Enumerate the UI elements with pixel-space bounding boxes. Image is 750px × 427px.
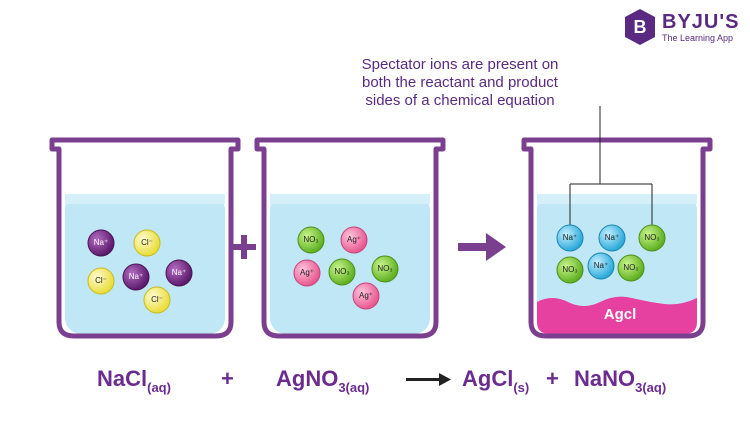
beaker-outline bbox=[49, 137, 241, 339]
beaker-outline bbox=[521, 137, 713, 339]
chemical-equation: NaCl(aq) + AgNO3(aq) AgCl(s) + NaNO3(aq) bbox=[0, 360, 750, 410]
svg-text:Na⁺: Na⁺ bbox=[563, 233, 577, 242]
svg-text:NO₃: NO₃ bbox=[303, 235, 318, 244]
water-surface bbox=[270, 194, 430, 204]
ion-cl: Cl⁻ bbox=[143, 286, 171, 314]
ion-ag: Ag⁺ bbox=[340, 226, 368, 254]
agcl-precipitate bbox=[537, 296, 697, 334]
svg-text:Ag⁺: Ag⁺ bbox=[300, 268, 314, 277]
ion-ag: Ag⁺ bbox=[293, 259, 321, 287]
svg-text:Na⁺: Na⁺ bbox=[94, 238, 108, 247]
brand-tagline: The Learning App bbox=[662, 32, 734, 43]
ion-na: Na⁺ bbox=[122, 263, 150, 291]
precipitate-label: Agcl bbox=[603, 306, 637, 323]
svg-text:NO₃: NO₃ bbox=[623, 263, 638, 272]
ion-no3: NO₃ bbox=[371, 255, 399, 283]
ion-na-spectator: Na⁺ bbox=[556, 224, 584, 252]
svg-text:Ag⁺: Ag⁺ bbox=[359, 291, 373, 300]
callout-line-2: both the reactant and product bbox=[362, 74, 558, 91]
svg-text:Cl⁻: Cl⁻ bbox=[151, 295, 163, 304]
svg-text:Na⁺: Na⁺ bbox=[605, 233, 619, 242]
svg-text:NO₃: NO₃ bbox=[562, 265, 577, 274]
water bbox=[65, 194, 225, 334]
ion-no3-spectator: NO₃ bbox=[617, 254, 645, 282]
ion-no3-spectator: NO₃ bbox=[556, 256, 584, 284]
water-surface bbox=[537, 194, 697, 204]
ion-no3: NO₃ bbox=[328, 258, 356, 286]
svg-text:Cl⁻: Cl⁻ bbox=[141, 238, 153, 247]
byjus-logo-icon: B bbox=[625, 9, 655, 45]
callout-line-1: Spectator ions are present on bbox=[361, 56, 559, 73]
svg-text:NO₃: NO₃ bbox=[377, 264, 392, 273]
ion-na-spectator: Na⁺ bbox=[598, 224, 626, 252]
svg-text:NO₃: NO₃ bbox=[334, 267, 349, 276]
brand-name: BYJU'S bbox=[662, 10, 740, 33]
product-agcl: AgCl(s) bbox=[462, 366, 530, 395]
ion-ag: Ag⁺ bbox=[352, 282, 380, 310]
ion-cl: Cl⁻ bbox=[87, 267, 115, 295]
reactant-nacl: NaCl(aq) bbox=[97, 366, 171, 395]
reaction-arrow bbox=[458, 233, 506, 261]
equation-arrow-icon bbox=[406, 373, 451, 386]
ion-no3: NO₃ bbox=[297, 226, 325, 254]
equation-plus-1: + bbox=[221, 366, 234, 391]
ion-na: Na⁺ bbox=[87, 229, 115, 257]
callout-bracket bbox=[569, 106, 653, 226]
svg-text:Na⁺: Na⁺ bbox=[172, 268, 186, 277]
svg-text:Na⁺: Na⁺ bbox=[594, 261, 608, 270]
svg-text:Na⁺: Na⁺ bbox=[129, 272, 143, 281]
ion-na: Na⁺ bbox=[165, 259, 193, 287]
spectator-ions-callout: Spectator ions are present on both the r… bbox=[330, 56, 590, 110]
brand-logo: B BYJU'S The Learning App bbox=[624, 8, 739, 46]
svg-text:B: B bbox=[634, 17, 647, 37]
svg-text:Ag⁺: Ag⁺ bbox=[347, 235, 361, 244]
ion-na-spectator: Na⁺ bbox=[587, 252, 615, 280]
callout-line-3: sides of a chemical equation bbox=[365, 92, 555, 109]
reactant-agno3: AgNO3(aq) bbox=[276, 366, 370, 395]
plus-sign bbox=[232, 235, 256, 259]
equation-plus-2: + bbox=[546, 366, 559, 391]
water-surface bbox=[65, 194, 225, 204]
svg-text:Cl⁻: Cl⁻ bbox=[95, 276, 107, 285]
beaker-nacl bbox=[49, 137, 241, 339]
product-nano3: NaNO3(aq) bbox=[574, 366, 667, 395]
ion-cl: Cl⁻ bbox=[133, 229, 161, 257]
svg-text:NO₃: NO₃ bbox=[644, 233, 659, 242]
beaker-outline bbox=[254, 137, 446, 339]
ion-no3-spectator: NO₃ bbox=[638, 224, 666, 252]
